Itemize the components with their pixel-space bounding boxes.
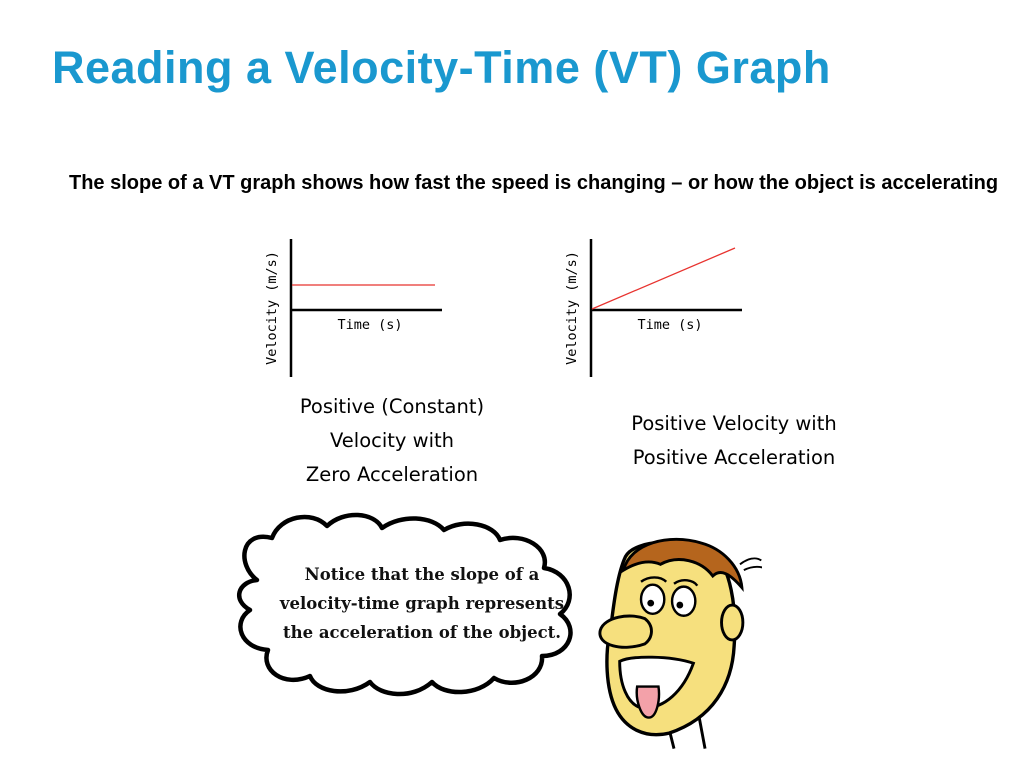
character-eyebrow (640, 576, 699, 587)
graph-ylabel: Velocity (m/s) (264, 251, 280, 365)
caption-line: Zero Acceleration (305, 463, 479, 486)
character-pupil (676, 601, 684, 609)
graph-xlabel: Time (s) (337, 317, 402, 333)
cartoon-illustration (237, 512, 762, 749)
slide-title: Reading a Velocity-Time (VT) Graph (52, 42, 831, 93)
vt-graph-constant-velocity: Velocity (m/s) Time (s) (264, 239, 442, 377)
velocity-line (591, 247, 736, 310)
bubble-line: the acceleration of the object. (282, 623, 562, 642)
bubble-line: Notice that the slope of a (304, 565, 540, 584)
vt-graph-positive-acceleration: Velocity (m/s) Time (s) (564, 239, 742, 377)
graph-caption-constant-velocity: Positive (Constant) Velocity with Zero A… (262, 390, 522, 492)
character-tongue (635, 685, 661, 719)
caption-line: Positive Velocity with (631, 412, 837, 435)
cartoon-character (598, 537, 762, 749)
character-ear (720, 603, 745, 642)
caption-line: Positive Acceleration (632, 446, 836, 469)
character-eye (670, 585, 697, 617)
character-eye (639, 583, 666, 616)
intro-text: The slope of a VT graph shows how fast t… (69, 172, 999, 194)
thought-bubble-text: Notice that the slope of a velocity-time… (272, 560, 572, 647)
thought-bubble (237, 512, 573, 697)
character-hair (621, 537, 744, 593)
caption-line: Positive (Constant) (299, 395, 485, 418)
graph-xlabel: Time (s) (637, 317, 702, 333)
hair-curl (739, 557, 762, 572)
character-pupil (647, 599, 655, 607)
graph-caption-positive-acceleration: Positive Velocity with Positive Accelera… (584, 407, 884, 475)
caption-line: Velocity with (329, 429, 455, 452)
bubble-line: velocity-time graph represents (279, 594, 565, 613)
character-neck (668, 717, 707, 749)
graph-ylabel: Velocity (m/s) (564, 251, 580, 365)
character-nose (598, 614, 653, 649)
